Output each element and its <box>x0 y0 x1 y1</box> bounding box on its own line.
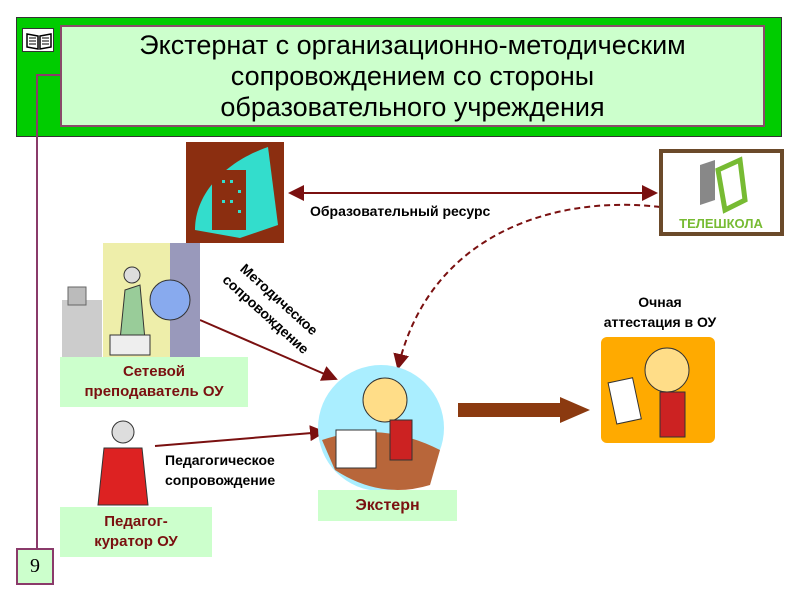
method-arrow <box>199 319 338 381</box>
curator-image <box>97 420 149 506</box>
net-teacher-label: Сетевой преподаватель ОУ <box>60 357 248 407</box>
page-number: 9 <box>16 548 54 585</box>
net-teacher-image <box>62 243 200 357</box>
ped-arrow <box>154 425 326 447</box>
attestation-image <box>601 337 715 443</box>
edu-resource-label: Образовательный ресурс <box>310 203 491 219</box>
school-building-image <box>186 142 284 243</box>
curator-label: Педагог- куратор ОУ <box>60 507 212 557</box>
extern-label: Экстерн <box>318 490 457 521</box>
dashed-arrow <box>393 203 661 370</box>
big-arrow <box>458 397 590 423</box>
extern-image <box>318 365 444 491</box>
attestation-label: Очная аттестация в ОУ <box>603 294 717 330</box>
page-title: Экстернат с организационно-методическим … <box>60 25 765 127</box>
teleshkola-logo: ТЕЛЕШКОЛА <box>659 149 784 236</box>
ped-support-label: Педагогическое сопровождение <box>165 452 276 488</box>
decorative-line <box>36 74 60 76</box>
book-icon <box>22 28 54 52</box>
decorative-line <box>36 74 38 548</box>
logo-text: ТЕЛЕШКОЛА <box>679 216 763 231</box>
